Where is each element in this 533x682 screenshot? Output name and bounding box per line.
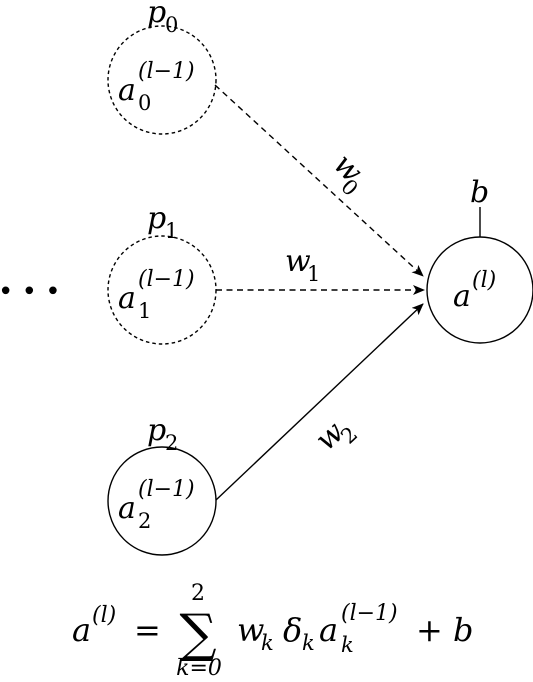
svg-text:∑: ∑ [179, 604, 216, 664]
prob-label-2-base: p [147, 413, 166, 448]
svg-text:a: a [453, 279, 471, 314]
svg-text:2: 2 [138, 509, 151, 533]
input-node-1-superscript: (l−1) [138, 267, 195, 292]
svg-text:b: b [453, 611, 473, 649]
svg-text:k: k [341, 633, 354, 657]
weight-label-w1-base: w [285, 244, 311, 279]
svg-text:(l−1): (l−1) [138, 267, 195, 292]
bias-label: b [470, 175, 489, 210]
output-node-base: a [453, 279, 471, 314]
input-node-2-superscript: (l−1) [138, 477, 195, 502]
svg-text:a: a [118, 281, 136, 316]
formula-delta-subscript: k [302, 631, 315, 655]
svg-text:w: w [237, 611, 264, 649]
svg-text:a: a [319, 611, 338, 649]
svg-text:p: p [147, 413, 166, 448]
svg-text:=: = [134, 611, 161, 649]
formula-sum-symbol: ∑ [179, 604, 216, 664]
formula-b: b [453, 611, 473, 649]
prob-label-1-subscript: 1 [165, 219, 178, 243]
input-node-0: a (l−1) 0 [107, 25, 217, 135]
formula-a-subscript: k [341, 633, 354, 657]
input-node-1-circle [107, 235, 217, 345]
svg-text:a: a [118, 73, 136, 108]
weight-label-w0: w 0 [326, 147, 369, 201]
formula-plus: + [416, 611, 443, 649]
input-node-0-base: a [118, 73, 136, 108]
weight-label-w1-subscript: 1 [307, 262, 320, 286]
input-node-2-subscript: 2 [138, 509, 151, 533]
svg-text:2: 2 [165, 431, 178, 455]
svg-text:b: b [470, 175, 489, 210]
input-node-2-circle [107, 446, 217, 556]
svg-text:δ: δ [283, 611, 302, 649]
svg-text:1: 1 [165, 219, 178, 243]
input-node-0-circle [107, 25, 217, 135]
svg-text:k: k [302, 631, 315, 655]
svg-text:k: k [261, 631, 274, 655]
input-node-2-base: a [118, 491, 136, 526]
formula-w-subscript: k [261, 631, 274, 655]
prob-label-1-base: p [147, 201, 166, 236]
formula-a: a [319, 611, 338, 649]
prob-label-2: p 2 [147, 413, 178, 455]
formula: a (l) = 2 ∑ k=0 w k δ k a [72, 581, 473, 681]
prob-label-0: p 0 [147, 0, 178, 37]
svg-text:• • •: • • • [0, 277, 61, 307]
ellipsis: • • • [0, 277, 61, 307]
svg-text:p: p [147, 0, 166, 30]
edge-w0 [214, 84, 424, 277]
svg-text:(l−1): (l−1) [341, 601, 398, 626]
svg-text:1: 1 [138, 299, 151, 323]
input-node-0-superscript: (l−1) [138, 59, 195, 84]
svg-text:a: a [118, 491, 136, 526]
input-node-0-subscript: 0 [138, 91, 151, 115]
formula-delta: δ [283, 611, 302, 649]
svg-text:2: 2 [191, 581, 205, 606]
prob-label-1: p 1 [147, 201, 178, 243]
formula-sum-upper: 2 [191, 581, 205, 606]
svg-text:p: p [147, 201, 166, 236]
svg-text:(l): (l) [472, 268, 496, 293]
input-node-1: a (l−1) 1 [107, 235, 217, 345]
weight-label-w1: w 1 [285, 244, 320, 286]
output-node-circle [426, 236, 533, 344]
svg-text:(l−1): (l−1) [138, 477, 195, 502]
svg-text:+: + [416, 611, 443, 649]
output-node-superscript: (l) [472, 268, 496, 293]
output-node: a (l) [426, 236, 533, 344]
svg-text:k=0: k=0 [176, 656, 222, 681]
prob-label-2-subscript: 2 [165, 431, 178, 455]
svg-text:0: 0 [138, 91, 151, 115]
input-node-1-subscript: 1 [138, 299, 151, 323]
formula-w: w [237, 611, 264, 649]
svg-text:1: 1 [307, 262, 320, 286]
formula-a-superscript: (l−1) [341, 601, 398, 626]
input-node-1-base: a [118, 281, 136, 316]
formula-equals: = [134, 611, 161, 649]
formula-lhs-superscript: (l) [92, 603, 116, 628]
svg-text:a: a [72, 611, 91, 649]
svg-text:0: 0 [165, 13, 178, 37]
svg-text:(l): (l) [92, 603, 116, 628]
svg-text:w: w [285, 244, 311, 279]
svg-text:(l−1): (l−1) [138, 59, 195, 84]
formula-lhs-base: a [72, 611, 91, 649]
prob-label-0-subscript: 0 [165, 13, 178, 37]
edge-w2 [215, 303, 424, 501]
prob-label-0-base: p [147, 0, 166, 30]
weight-label-w2: w 2 [309, 415, 363, 458]
input-node-2: a (l−1) 2 [107, 446, 217, 556]
formula-sum-lower: k=0 [176, 656, 222, 681]
